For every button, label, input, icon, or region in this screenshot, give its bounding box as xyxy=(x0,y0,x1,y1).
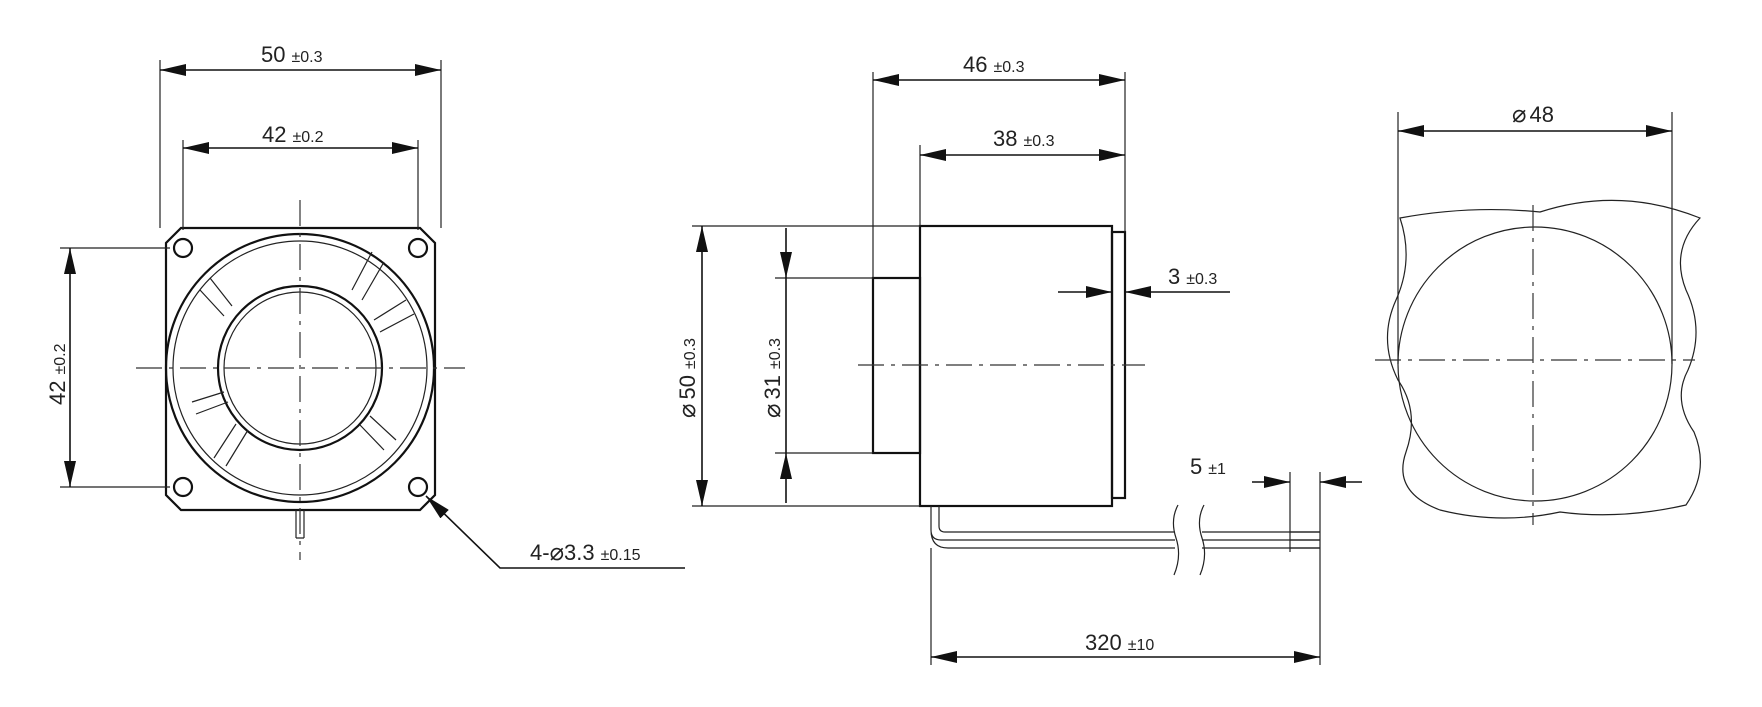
mount-hole-tr xyxy=(407,237,429,259)
hole-callout-label: 4-⌀3.3±0.15 xyxy=(530,538,641,566)
side-view-dimensions: 46±0.3 38±0.3 ⌀50±0.3 ⌀31±0.3 3±0.3 xyxy=(673,52,1362,665)
hole-callout-leader xyxy=(425,495,685,569)
dim-hole-spacing-v-label: 42±0.2 xyxy=(45,343,70,405)
dim-overall-length-label: 46±0.3 xyxy=(963,52,1025,77)
front-wire xyxy=(295,510,305,539)
dim-hole-spacing-h-label: 42±0.2 xyxy=(262,122,324,147)
dim-width-50-label: 50±0.3 xyxy=(261,42,323,67)
dim-body-diameter-label: ⌀50±0.3 xyxy=(673,338,701,418)
mount-hole-bl xyxy=(172,476,194,498)
wire-break-marks xyxy=(1172,504,1206,576)
cutout-dimensions: ⌀48 xyxy=(1397,100,1673,364)
side-body xyxy=(918,224,1114,508)
dim-wire-length-label: 320±10 xyxy=(1085,630,1154,655)
fan-struts xyxy=(191,251,415,467)
cutout-view xyxy=(1375,199,1702,525)
panel-break-outline xyxy=(1386,199,1702,519)
mount-hole-tl xyxy=(172,237,194,259)
mount-hole-br xyxy=(407,476,429,498)
dim-wire-strip-label: 5±1 xyxy=(1190,454,1226,479)
front-view-dimensions: 50±0.3 42±0.2 42±0.2 4-⌀3.3±0.15 xyxy=(45,42,685,569)
side-wire xyxy=(930,506,1320,549)
dim-boss-diameter-label: ⌀31±0.3 xyxy=(758,338,786,418)
dim-body-length-label: 38±0.3 xyxy=(993,126,1055,151)
dim-flange-thickness-label: 3±0.3 xyxy=(1168,264,1217,289)
front-view xyxy=(136,200,465,560)
fan-frame xyxy=(164,226,437,512)
cutout-circle xyxy=(1397,226,1673,502)
side-view xyxy=(858,224,1320,576)
dim-cutout-diameter-label: ⌀48 xyxy=(1512,100,1554,128)
